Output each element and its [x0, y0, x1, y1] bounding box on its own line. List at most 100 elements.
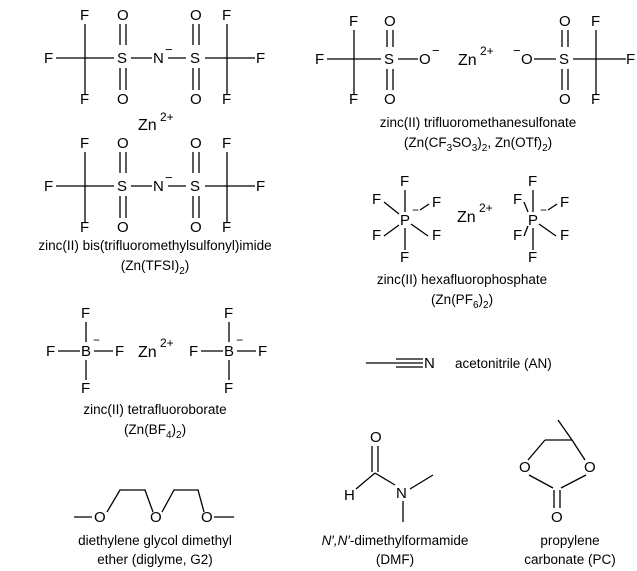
atom-b: B — [224, 343, 234, 360]
atom-f: F — [400, 173, 409, 190]
atom-f: F — [349, 13, 358, 30]
zn-pf6-name: zinc(II) hexafluorophosphate — [377, 272, 547, 287]
bf4-structure-left: F F B − F F — [46, 305, 124, 397]
charge-minus: − — [165, 170, 173, 185]
atom-f: F — [224, 380, 233, 397]
atom-f: F — [189, 343, 198, 360]
zn-charge: 2+ — [160, 336, 174, 350]
charge-minus: − — [540, 203, 547, 217]
atom-o: O — [370, 429, 382, 446]
zn-otf-formula: (Zn(CF3SO3)2, Zn(OTf)2) — [404, 135, 552, 154]
atom-f: F — [81, 305, 90, 322]
atom-f: F — [591, 91, 600, 108]
atom-f: F — [528, 173, 537, 190]
atom-f: F — [315, 51, 324, 68]
atom-o: O — [559, 91, 571, 108]
atom-f: F — [224, 305, 233, 322]
zn-cation: Zn — [138, 344, 157, 361]
atom-f: F — [44, 178, 53, 195]
atom-f: F — [222, 135, 231, 152]
atom-o: O — [94, 509, 106, 526]
atom-f: F — [528, 249, 537, 266]
atom-s: S — [190, 50, 200, 67]
zn-charge: 2+ — [480, 44, 494, 58]
zn-tfsi-formula: (Zn(TFSI)2) — [121, 258, 190, 277]
atom-b: B — [81, 343, 91, 360]
charge-minus: − — [236, 333, 243, 347]
zn-bf4-formula: (Zn(BF4)2) — [124, 422, 186, 441]
zn-tfsi-name: zinc(II) bis(trifluoromethylsulfonyl)imi… — [38, 238, 271, 253]
atom-o: O — [384, 13, 396, 30]
atom-f: F — [513, 227, 522, 244]
pf6-structure-left: F F F P − F F F — [372, 173, 441, 266]
atom-n: N — [153, 50, 164, 67]
atom-f: F — [560, 194, 569, 211]
atom-o: O — [150, 509, 162, 526]
atom-o: O — [117, 219, 129, 236]
atom-f: F — [256, 178, 265, 195]
dmf-structure: O H N — [344, 429, 434, 522]
atom-o: O — [190, 7, 202, 24]
atom-f: F — [258, 343, 267, 360]
diglyme-name-line1: diethylene glycol dimethyl — [78, 533, 232, 548]
bf4-structure-right: F F B − F F — [189, 305, 267, 397]
atom-f: F — [222, 7, 231, 24]
dmf-abbr: (DMF) — [376, 552, 414, 567]
atom-f: F — [80, 135, 89, 152]
atom-o: O — [190, 91, 202, 108]
atom-f: F — [46, 343, 55, 360]
charge-minus: − — [93, 333, 100, 347]
pc-structure: O O O — [519, 419, 596, 526]
atom-f: F — [80, 219, 89, 236]
zn-otf-name: zinc(II) trifluoromethanesulfonate — [380, 115, 577, 130]
atom-o: O — [384, 91, 396, 108]
tfsi-anion-structure-top: F F F O S O N − O S O F F F — [44, 7, 265, 108]
zn-cation: Zn — [138, 117, 157, 134]
diglyme-name-line2: ether (diglyme, G2) — [97, 552, 213, 567]
atom-f: F — [222, 219, 231, 236]
atom-f: F — [115, 343, 124, 360]
zn-charge: 2+ — [160, 110, 174, 124]
atom-s: S — [190, 178, 200, 195]
otf-structure: F F F O S O O − Zn 2+ − O O S O F F F — [315, 13, 635, 108]
atom-f: F — [432, 227, 441, 244]
atom-o: O — [419, 51, 431, 68]
atom-f: F — [80, 91, 89, 108]
pc-name-line1: propylene — [540, 533, 599, 548]
atom-f: F — [222, 91, 231, 108]
atom-o: O — [117, 135, 129, 152]
atom-o: O — [117, 91, 129, 108]
atom-o: O — [519, 459, 531, 476]
atom-o: O — [521, 51, 533, 68]
zn-cation: Zn — [458, 52, 477, 69]
atom-f: F — [400, 249, 409, 266]
atom-f: F — [513, 191, 522, 208]
zn-pf6-formula: (Zn(PF6)2) — [431, 292, 493, 311]
atom-n: N — [396, 485, 407, 502]
pf6-structure-right: F F F P − F F F — [513, 173, 569, 266]
charge-minus: − — [412, 203, 419, 217]
atom-n: N — [424, 355, 435, 372]
atom-s: S — [384, 51, 394, 68]
atom-p: P — [528, 212, 538, 229]
atom-n: N — [153, 178, 164, 195]
tfsi-anion-structure-bottom: F F F O S O N − O S O F F F — [44, 135, 265, 236]
atom-f: F — [432, 194, 441, 211]
atom-f: F — [372, 191, 381, 208]
zn-charge: 2+ — [479, 201, 493, 215]
atom-f: F — [372, 227, 381, 244]
atom-p: P — [400, 212, 410, 229]
atom-f: F — [80, 7, 89, 24]
atom-o: O — [584, 459, 596, 476]
acetonitrile-name: acetonitrile (AN) — [455, 356, 552, 371]
atom-o: O — [190, 219, 202, 236]
zn-cation: Zn — [457, 209, 476, 226]
atom-o: O — [551, 509, 563, 526]
atom-f: F — [626, 51, 635, 68]
acetonitrile-structure: N — [366, 355, 435, 372]
atom-h: H — [344, 487, 355, 504]
atom-s: S — [559, 51, 569, 68]
charge-minus: − — [513, 43, 521, 58]
atom-f: F — [591, 13, 600, 30]
